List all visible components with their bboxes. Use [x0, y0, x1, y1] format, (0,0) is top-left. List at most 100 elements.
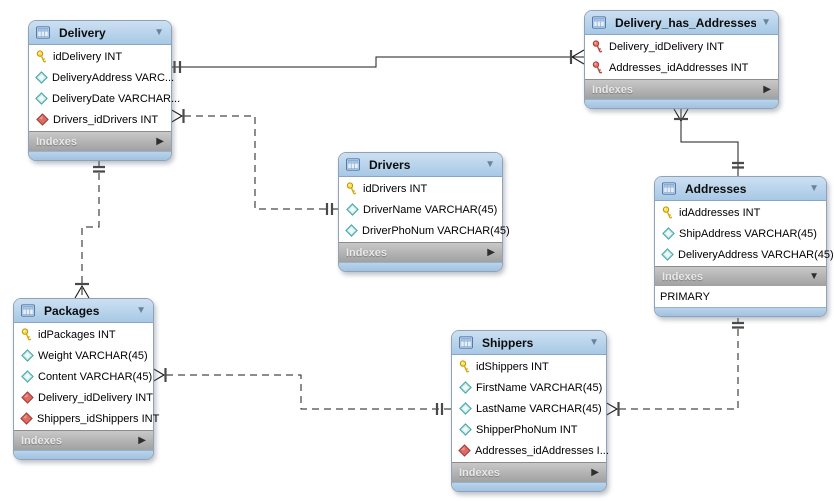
column-row[interactable]: Addresses_idAddresses INT	[585, 57, 778, 78]
column-label: LastName VARCHAR(45)	[476, 402, 602, 415]
column-label: DeliveryAddress VARCHAR(45)	[678, 248, 834, 261]
indexes-footer[interactable]: Indexes ▶	[29, 131, 171, 151]
indexes-label: Indexes	[662, 270, 703, 283]
indexes-footer[interactable]: Indexes ▶	[14, 430, 153, 450]
table-bottom-bar	[655, 307, 826, 316]
column-row[interactable]: idDrivers INT	[339, 178, 502, 199]
table-header[interactable]: Delivery ▼	[29, 21, 171, 45]
indexes-label: Indexes	[592, 83, 633, 96]
primary-key-icon	[661, 206, 675, 220]
column-label: FirstName VARCHAR(45)	[476, 381, 603, 394]
column-label: Shippers_idShippers INT	[37, 412, 160, 425]
column-row[interactable]: Delivery_idDelivery INT	[14, 387, 153, 408]
column-row[interactable]: DeliveryAddress VARC...	[29, 67, 174, 88]
index-item-primary[interactable]: PRIMARY	[655, 286, 826, 307]
table-addresses[interactable]: Addresses ▼ idAddresses INT ShipAddress V…	[654, 176, 834, 317]
column-label: DeliveryDate VARCHAR...	[52, 92, 181, 105]
table-drivers[interactable]: Drivers ▼ idDrivers INT DriverName VARCHA…	[338, 152, 510, 272]
nullable-column-icon	[35, 71, 48, 85]
table-icon	[459, 336, 473, 350]
column-row[interactable]: FirstName VARCHAR(45)	[452, 377, 606, 398]
indexes-label: Indexes	[36, 135, 77, 148]
column-row[interactable]: DriverName VARCHAR(45)	[339, 199, 502, 220]
relationship-delivery-packages[interactable]	[74, 161, 105, 299]
relationship-addresses-shippers[interactable]	[604, 318, 744, 417]
chevron-down-icon[interactable]: ▼	[485, 158, 495, 170]
table-shippers[interactable]: Shippers ▼ idShippers INT FirstName VARCH…	[451, 330, 609, 492]
column-label: Drivers_idDrivers INT	[53, 113, 159, 126]
table-title: Packages	[44, 303, 100, 318]
chevron-down-icon[interactable]: ▼	[809, 182, 819, 194]
column-row[interactable]: Delivery_idDelivery INT	[585, 36, 778, 57]
column-label: idPackages INT	[38, 328, 116, 341]
table-delivery-has-addresses[interactable]: Delivery_has_Addresses ▼ Delivery_idDeli…	[584, 10, 779, 109]
expand-right-icon[interactable]: ▶	[487, 246, 495, 258]
table-title: Delivery	[59, 25, 106, 40]
column-row[interactable]: LastName VARCHAR(45)	[452, 398, 606, 419]
column-row[interactable]: idPackages INT	[14, 324, 153, 345]
chevron-down-icon[interactable]: ▼	[154, 26, 164, 38]
primary-key-icon	[20, 328, 34, 342]
column-row[interactable]: ShipAddress VARCHAR(45)	[655, 223, 826, 244]
column-row[interactable]: idDelivery INT	[29, 46, 171, 67]
column-row[interactable]: idAddresses INT	[655, 202, 826, 223]
column-row[interactable]: DriverPhoNum VARCHAR(45)	[339, 220, 510, 241]
column-label: Addresses_idAddresses I...	[475, 444, 609, 457]
indexes-footer[interactable]: Indexes ▶	[452, 462, 606, 482]
table-packages[interactable]: Packages ▼ idPackages INT Weight VARCHAR(…	[13, 298, 159, 460]
nullable-column-icon	[345, 224, 358, 238]
column-row[interactable]: DeliveryDate VARCHAR...	[29, 88, 180, 109]
column-row[interactable]: ShipperPhoNum INT	[452, 419, 606, 440]
table-header[interactable]: Addresses ▼	[655, 177, 826, 201]
table-bottom-bar	[14, 450, 153, 459]
nullable-column-icon	[661, 248, 674, 262]
column-row[interactable]: Weight VARCHAR(45)	[14, 345, 153, 366]
column-row[interactable]: DeliveryAddress VARCHAR(45)	[655, 244, 834, 265]
indexes-footer[interactable]: Indexes ▶	[585, 79, 778, 99]
column-row[interactable]: Addresses_idAddresses I...	[452, 440, 609, 461]
table-header[interactable]: Shippers ▼	[452, 331, 606, 355]
column-label: idDrivers INT	[363, 182, 428, 195]
indexes-footer[interactable]: Indexes ▶	[339, 242, 502, 262]
foreign-key-column-icon	[458, 444, 471, 458]
indexes-label: Indexes	[346, 246, 387, 259]
column-row[interactable]: idShippers INT	[452, 356, 606, 377]
column-label: ShipAddress VARCHAR(45)	[679, 227, 817, 240]
expand-right-icon[interactable]: ▶	[763, 83, 771, 95]
column-label: DriverName VARCHAR(45)	[363, 203, 498, 216]
table-title: Shippers	[482, 335, 534, 350]
table-header[interactable]: Drivers ▼	[339, 153, 502, 177]
relationship-drivers-delivery[interactable]	[169, 108, 338, 215]
column-label: DriverPhoNum VARCHAR(45)	[362, 224, 510, 237]
column-label: Content VARCHAR(45)	[38, 370, 153, 383]
column-label: Delivery_idDelivery INT	[609, 40, 724, 53]
column-row[interactable]: Shippers_idShippers INT	[14, 408, 159, 429]
nullable-column-icon	[345, 203, 359, 217]
chevron-down-icon[interactable]: ▼	[589, 336, 599, 348]
relationship-addresses-delivery_has_addresses[interactable]	[673, 108, 744, 176]
table-bottom-bar	[339, 262, 502, 271]
chevron-down-icon[interactable]: ▼	[136, 304, 146, 316]
table-icon	[346, 158, 360, 172]
relationship-shippers-packages[interactable]	[151, 367, 451, 415]
column-row[interactable]: Drivers_idDrivers INT	[29, 109, 171, 130]
table-bottom-bar	[585, 99, 778, 108]
indexes-footer[interactable]: Indexes ▼	[655, 266, 826, 286]
foreign-key-column-icon	[20, 391, 34, 405]
expand-right-icon[interactable]: ▶	[591, 466, 599, 478]
expand-right-icon[interactable]: ▶	[156, 135, 164, 147]
table-header[interactable]: Packages ▼	[14, 299, 153, 323]
column-row[interactable]: Content VARCHAR(45)	[14, 366, 153, 387]
nullable-column-icon	[20, 349, 34, 363]
chevron-down-icon[interactable]: ▼	[761, 16, 771, 28]
column-label: Delivery_idDelivery INT	[38, 391, 153, 404]
table-header[interactable]: Delivery_has_Addresses ▼	[585, 11, 778, 35]
column-label: idShippers INT	[476, 360, 549, 373]
column-label: ShipperPhoNum INT	[476, 423, 578, 436]
expand-right-icon[interactable]: ▶	[138, 434, 146, 446]
collapse-down-icon[interactable]: ▼	[809, 270, 819, 282]
relationship-delivery-delivery_has_addresses[interactable]	[170, 49, 585, 73]
